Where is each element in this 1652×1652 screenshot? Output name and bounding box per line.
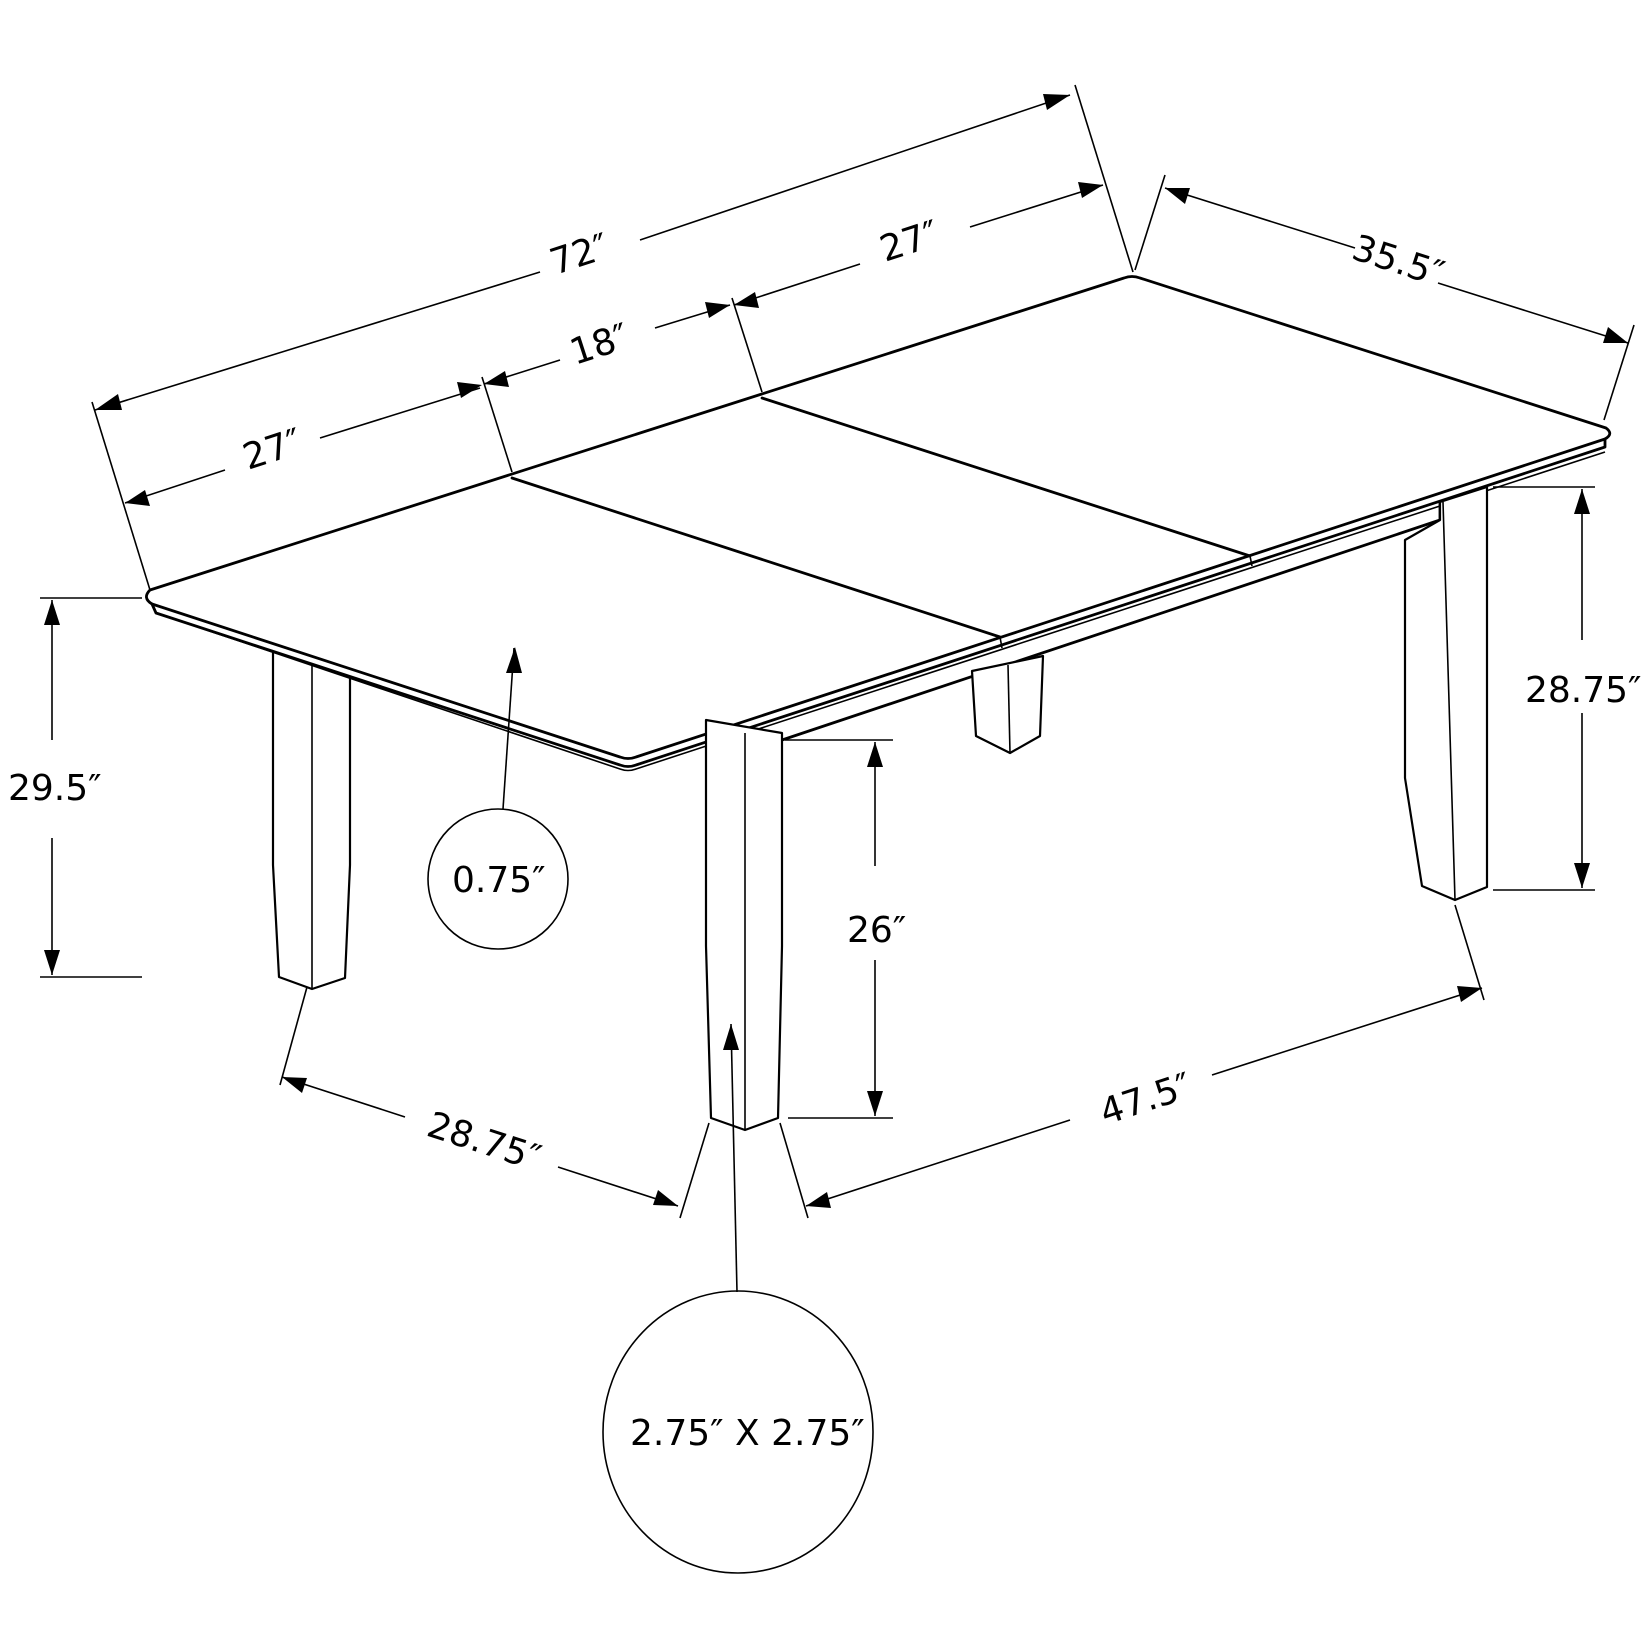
- label-leg-spacing-width: 28.75″: [422, 1105, 545, 1180]
- label-leg-size: 2.75″ X 2.75″: [630, 1413, 865, 1454]
- leg-front-center: [704, 718, 784, 1132]
- label-overall-length: 72″: [545, 226, 614, 283]
- dimension-leaf: [483, 297, 763, 393]
- callout-leg-size: [602, 1023, 874, 1574]
- dimension-leg-height: [1493, 486, 1595, 891]
- label-right-section: 27″: [875, 213, 944, 270]
- label-left-section: 27″: [238, 421, 307, 478]
- leg-back-right: [1403, 485, 1489, 902]
- dimension-leg-spacing-width: [279, 986, 710, 1219]
- label-leg-spacing-length: 47.5″: [1095, 1066, 1197, 1134]
- apron: [780, 500, 1442, 757]
- label-top-thickness: 0.75″: [452, 860, 546, 901]
- dimension-overall-height: [40, 597, 142, 978]
- label-overall-height: 29.5″: [8, 768, 102, 809]
- dimension-overall-length: [91, 84, 1134, 591]
- dimension-right-section: [733, 182, 1104, 308]
- callout-top-thickness: [427, 647, 569, 950]
- dimension-leg-spacing-length: [779, 904, 1485, 1219]
- label-leg-height: 28.75″: [1525, 670, 1642, 711]
- dimension-apron-clearance: [785, 739, 893, 1119]
- label-apron-clearance: 26″: [847, 910, 906, 951]
- table-top: [145, 275, 1612, 772]
- leg-back-center: [970, 654, 1045, 755]
- leg-front-left: [271, 650, 352, 991]
- dimension-left-section: [124, 376, 513, 506]
- label-width: 35.5″: [1347, 228, 1449, 296]
- dimension-width: [1134, 174, 1635, 421]
- label-leaf: 18″: [565, 316, 634, 373]
